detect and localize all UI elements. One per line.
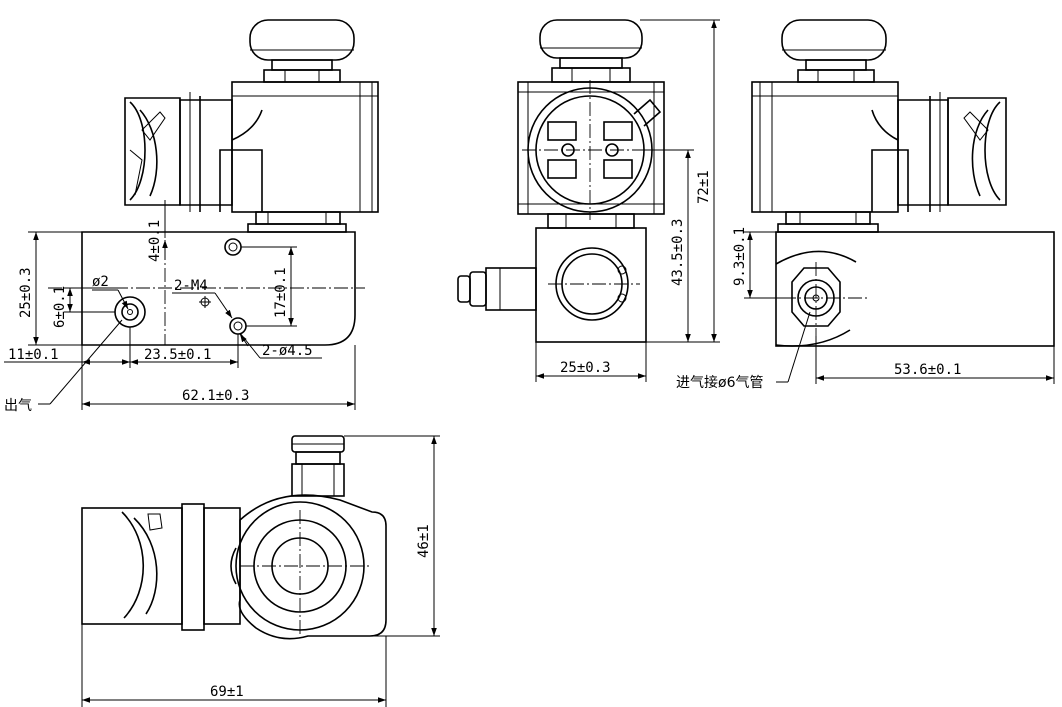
dim-62-1: 62.1±0.3 [182, 388, 249, 404]
dim-11: 11±0.1 [8, 347, 59, 363]
dim-46: 46±1 [416, 524, 432, 558]
dim-72: 72±1 [696, 170, 712, 204]
dim-25b: 25±0.3 [560, 360, 611, 376]
dim-6: 6±0.1 [52, 286, 68, 328]
dim-25: 25±0.3 [18, 267, 34, 318]
dim-43-5: 43.5±0.3 [670, 219, 686, 286]
view-plan: 46±1 69±1 [81, 435, 440, 707]
callout-outlet: 出气 [4, 398, 32, 414]
view-side: 25±0.3 43.5±0.3 72±1 [457, 19, 720, 382]
dim-23-5: 23.5±0.1 [144, 347, 211, 363]
callout-inlet: 进气接ø6气管 [676, 374, 763, 391]
view-front: 4±0.1 25±0.3 6±0.1 ø2 2-M4 17±0.1 11±0.1… [4, 19, 379, 414]
dim-9-3: 9.3±0.1 [732, 227, 748, 286]
dim-4: 4±0.1 [147, 220, 163, 262]
view-right: 9.3±0.1 53.6±0.1 进气接ø6气管 [676, 19, 1055, 391]
dim-17: 17±0.1 [273, 267, 289, 318]
dim-2phi4-5: 2-ø4.5 [262, 343, 313, 359]
dim-phi2: ø2 [92, 274, 109, 290]
dim-53-6: 53.6±0.1 [894, 362, 961, 378]
dim-2m4: 2-M4 [174, 278, 208, 294]
dim-69: 69±1 [210, 684, 244, 700]
